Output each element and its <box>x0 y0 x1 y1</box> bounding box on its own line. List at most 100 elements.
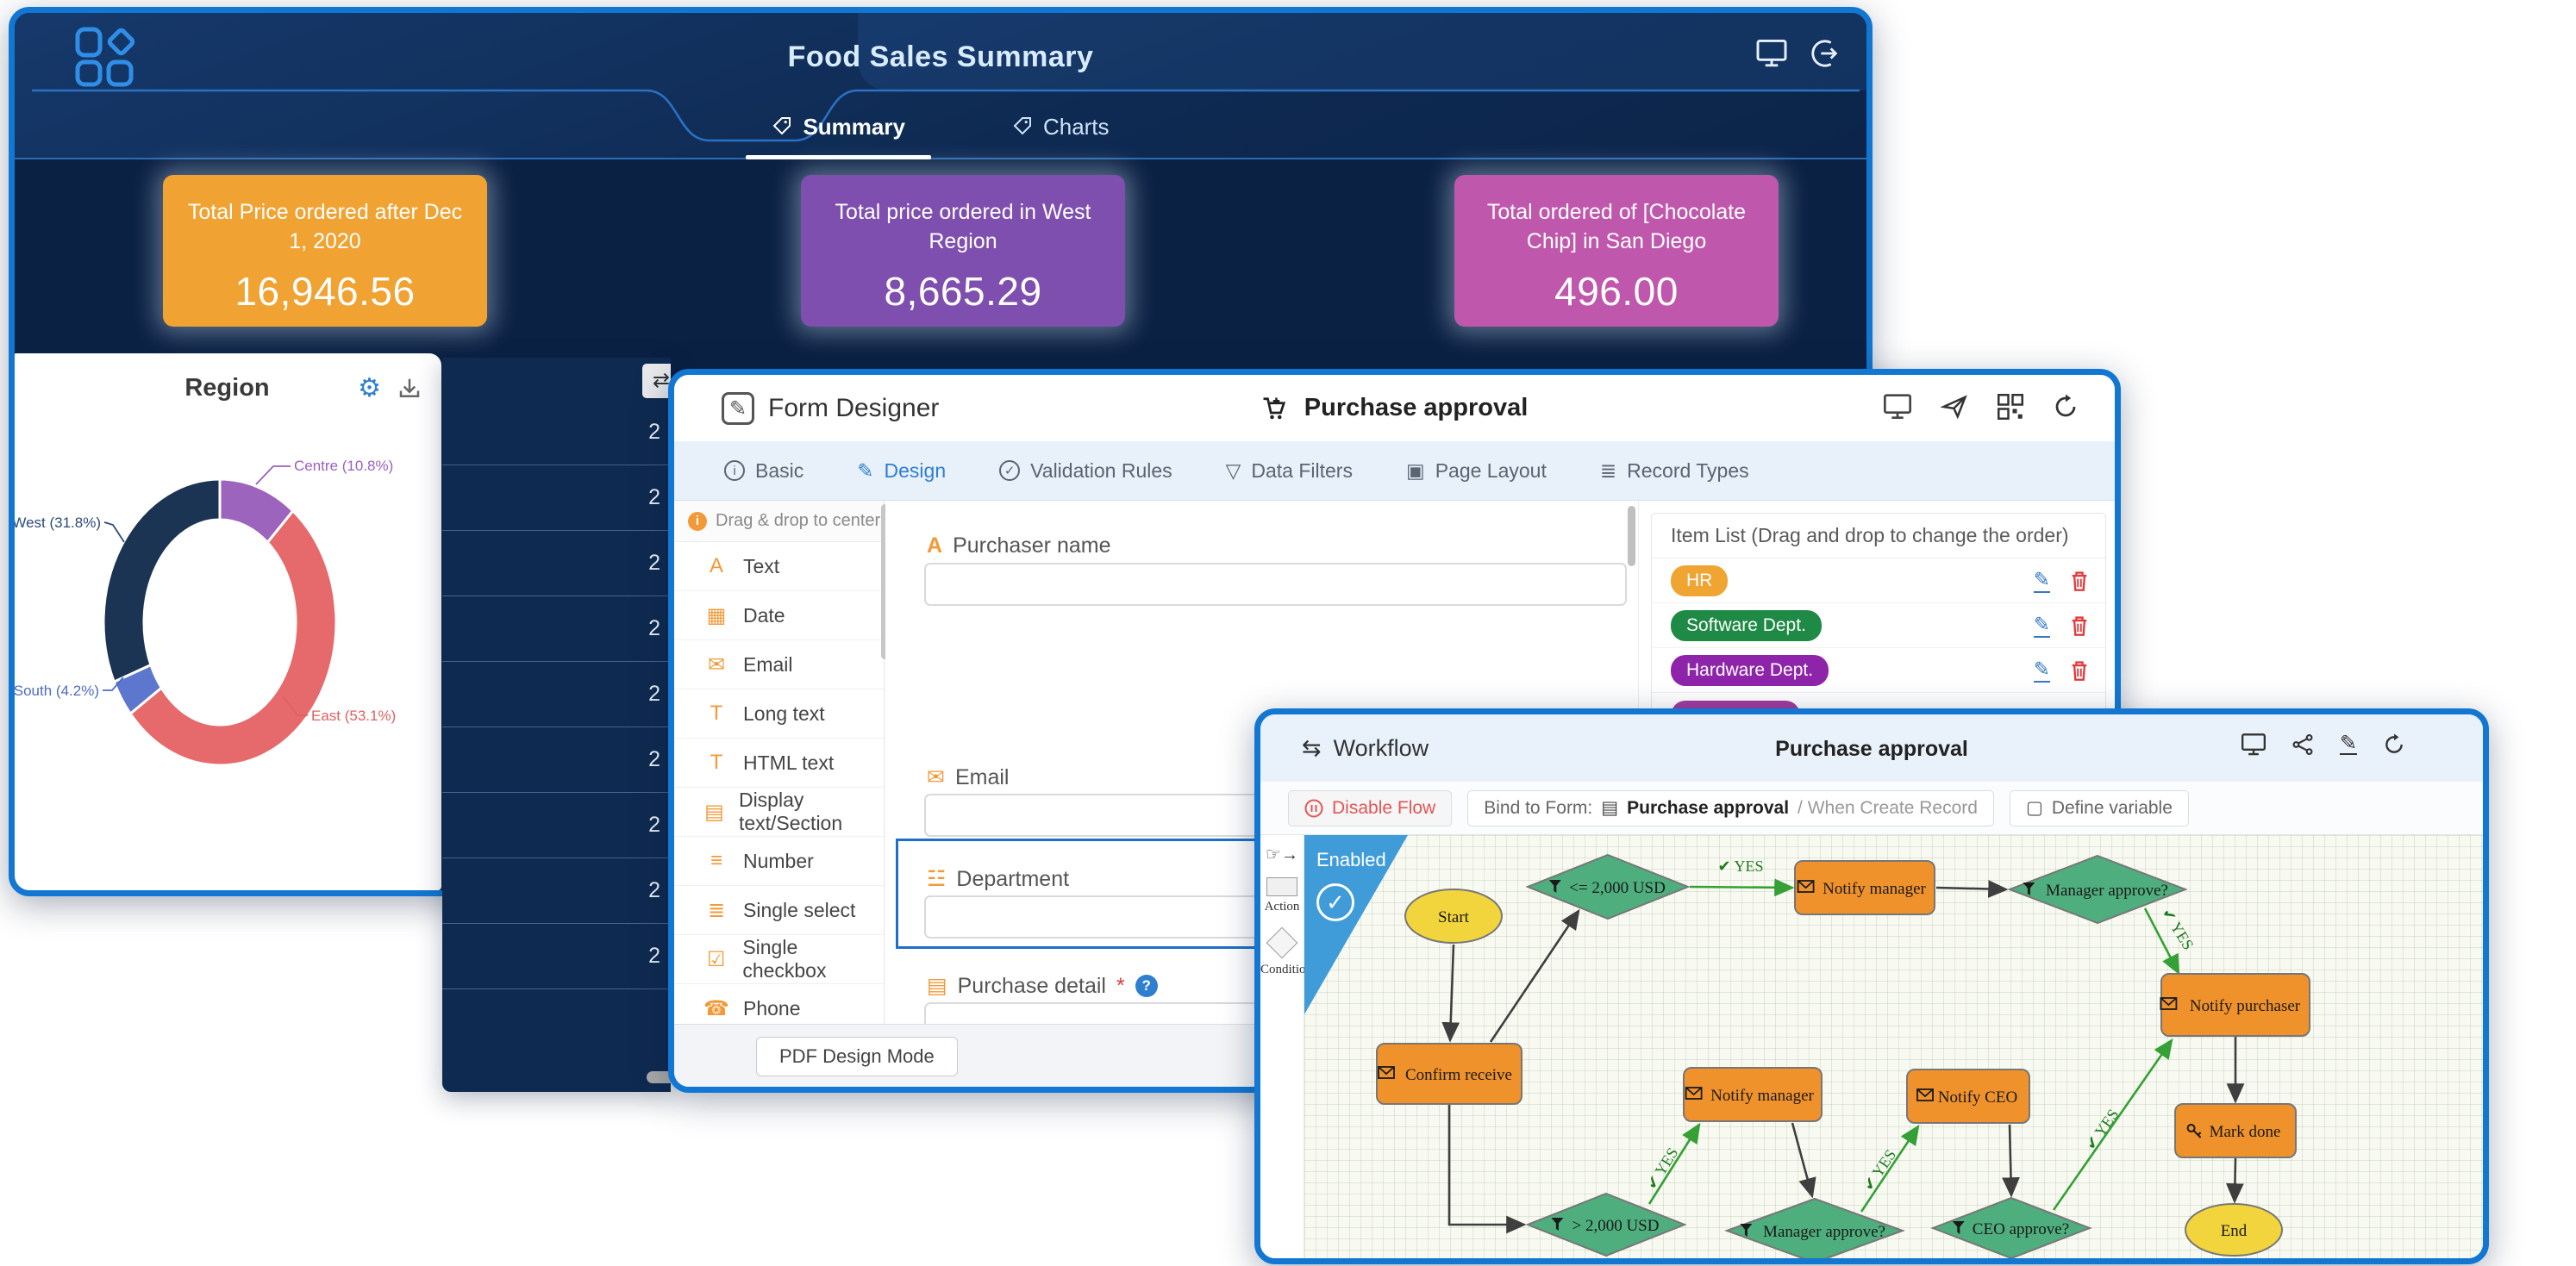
item-list-row: HR✎ <box>1652 558 2105 603</box>
help-icon[interactable]: ? <box>1135 975 1158 997</box>
edit-pencil-icon[interactable]: ✎ <box>2033 658 2050 683</box>
flow-edge[interactable] <box>2002 1124 2020 1198</box>
bind-to-form-button[interactable]: Bind to Form: ▤ Purchase approval / When… <box>1467 789 1994 826</box>
flow-edge[interactable] <box>1648 1122 1701 1205</box>
gear-icon[interactable]: ⚙ <box>358 374 381 402</box>
disable-flow-button[interactable]: Disable Flow <box>1288 789 1453 826</box>
monitor-icon[interactable] <box>2241 733 2266 756</box>
tab-page-layout[interactable]: ▣Page Layout <box>1406 459 1547 483</box>
tab-charts[interactable]: Charts <box>1000 101 1122 158</box>
tab-label: Basic <box>755 458 804 482</box>
monitor-icon[interactable] <box>1884 394 1911 420</box>
edit-pencil-icon[interactable]: ✎ <box>2033 568 2050 593</box>
funnel-icon <box>2023 882 2035 895</box>
table-row: 2 <box>442 859 671 924</box>
app-logo-icon[interactable] <box>74 27 134 87</box>
flow-edge[interactable] <box>1935 880 2009 898</box>
kpi-value: 496.00 <box>1554 269 1679 314</box>
donut-segment-east[interactable] <box>128 508 338 767</box>
flow-edge[interactable] <box>1489 908 1580 1043</box>
flow-node-notify-manager-2[interactable]: Notify manager <box>1683 1067 1823 1122</box>
pdf-design-mode-button[interactable]: PDF Design Mode <box>756 1037 958 1076</box>
palette-item-display-text[interactable]: ▤Display text/Section <box>674 788 884 837</box>
refresh-icon[interactable] <box>2383 733 2405 756</box>
kpi-value: 8,665.29 <box>884 269 1042 314</box>
flow-node-start[interactable]: Start <box>1404 889 1503 944</box>
horizontal-scrollbar[interactable] <box>647 1071 671 1083</box>
tab-summary[interactable]: Summary <box>746 101 931 159</box>
design-icon: ✎ <box>857 458 874 482</box>
single-checkbox-icon: ☑ <box>706 947 726 971</box>
palette-item-single-select[interactable]: ≣Single select <box>674 886 884 935</box>
tab-label: Page Layout <box>1435 458 1547 482</box>
condition-shape[interactable] <box>1266 926 1298 959</box>
palette-item-label: Single select <box>743 898 856 921</box>
flow-edge[interactable] <box>1447 1104 1527 1234</box>
swap-view-icon[interactable]: ⇄ <box>642 364 671 398</box>
send-icon[interactable] <box>1941 394 1968 420</box>
palette-item-email[interactable]: ✉Email <box>674 640 884 689</box>
dashboard-tabbar: Summary Charts <box>15 101 1866 159</box>
svg-text:Confirm receive: Confirm receive <box>1405 1066 1512 1084</box>
refresh-icon[interactable] <box>2053 394 2079 420</box>
check-circle-icon: ✓ <box>1316 883 1354 921</box>
monitor-icon[interactable] <box>1756 40 1787 67</box>
flow-node-notify-purchaser[interactable]: Notify purchaser <box>2160 973 2310 1037</box>
sidebar-scrollbar[interactable] <box>881 504 889 659</box>
palette-item-label: Display text/Section <box>738 789 843 834</box>
flow-node-cond-lte-2000[interactable]: <= 2,000 USD <box>1525 853 1691 920</box>
flow-edge[interactable] <box>1860 1124 1920 1213</box>
palette-item-date[interactable]: ▦Date <box>674 591 884 640</box>
table-row: 2 <box>442 597 671 662</box>
flow-node-manager-approve-2[interactable]: Manager approve? <box>1724 1197 1905 1263</box>
tab-label: Record Types <box>1627 458 1749 482</box>
tab-record-types[interactable]: ≣Record Types <box>1600 459 1749 483</box>
define-variable-button[interactable]: ▢ Define variable <box>2009 789 2189 826</box>
edit-pencil-icon[interactable]: ✎ <box>2339 732 2357 755</box>
palette-item-number[interactable]: ≡Number <box>674 837 884 886</box>
purchaser-name-input[interactable] <box>924 563 1627 606</box>
palette-item-single-checkbox[interactable]: ☑Single checkbox <box>674 935 884 984</box>
donut-label: East (53.1%) <box>311 708 396 724</box>
flow-node-end[interactable]: End <box>2185 1203 2283 1257</box>
flow-node-confirm-receive[interactable]: Confirm receive <box>1376 1043 1522 1105</box>
flow-node-mark-done[interactable]: Mark done <box>2174 1103 2297 1158</box>
action-shape[interactable] <box>1266 877 1297 896</box>
exit-refresh-icon[interactable] <box>1811 39 1841 68</box>
tab-design[interactable]: ✎Design <box>857 459 946 483</box>
delete-trash-icon[interactable] <box>2069 659 2090 682</box>
flow-node-manager-approve-1[interactable]: Manager approve? <box>2007 854 2188 925</box>
flow-edge[interactable] <box>1441 944 1460 1043</box>
flow-node-cond-gt-2000[interactable]: > 2,000 USD <box>1525 1192 1687 1257</box>
flow-node-notify-ceo[interactable]: Notify CEO <box>1906 1069 2030 1124</box>
flow-edge[interactable] <box>2143 907 2180 976</box>
canvas-scrollbar[interactable] <box>1628 506 1635 566</box>
chart-title: Region <box>184 374 270 402</box>
flow-edge[interactable] <box>1689 878 1795 897</box>
flow-edge[interactable] <box>2052 1038 2173 1211</box>
delete-trash-icon[interactable] <box>2069 614 2090 637</box>
donut-segment-west[interactable] <box>102 477 222 684</box>
svg-text:<= 2,000 USD: <= 2,000 USD <box>1569 879 1666 897</box>
share-icon[interactable] <box>2292 733 2314 756</box>
edit-pencil-icon[interactable]: ✎ <box>2033 613 2050 638</box>
tab-data-filters[interactable]: ▽Data Filters <box>1226 459 1353 483</box>
download-icon[interactable] <box>397 376 422 402</box>
delete-trash-icon[interactable] <box>2069 570 2090 592</box>
flow-edge[interactable] <box>1791 1122 1816 1199</box>
svg-text:Start: Start <box>1438 908 1470 926</box>
tab-validation-rules[interactable]: ✓Validation Rules <box>999 459 1172 483</box>
flow-node-notify-manager-1[interactable]: Notify manager <box>1794 860 1935 915</box>
item-list-row: Software Dept.✎ <box>1652 603 2105 648</box>
table-row: 2 <box>442 925 671 989</box>
qr-code-icon[interactable] <box>1998 394 2023 420</box>
flow-node-ceo-approve[interactable]: CEO approve? <box>1930 1196 2092 1258</box>
pan-hand-icon[interactable]: ☞→ <box>1266 845 1298 864</box>
donut-label: South (4.2%) <box>14 683 99 699</box>
item-list-title: Item List (Drag and drop to change the o… <box>1652 514 2105 558</box>
